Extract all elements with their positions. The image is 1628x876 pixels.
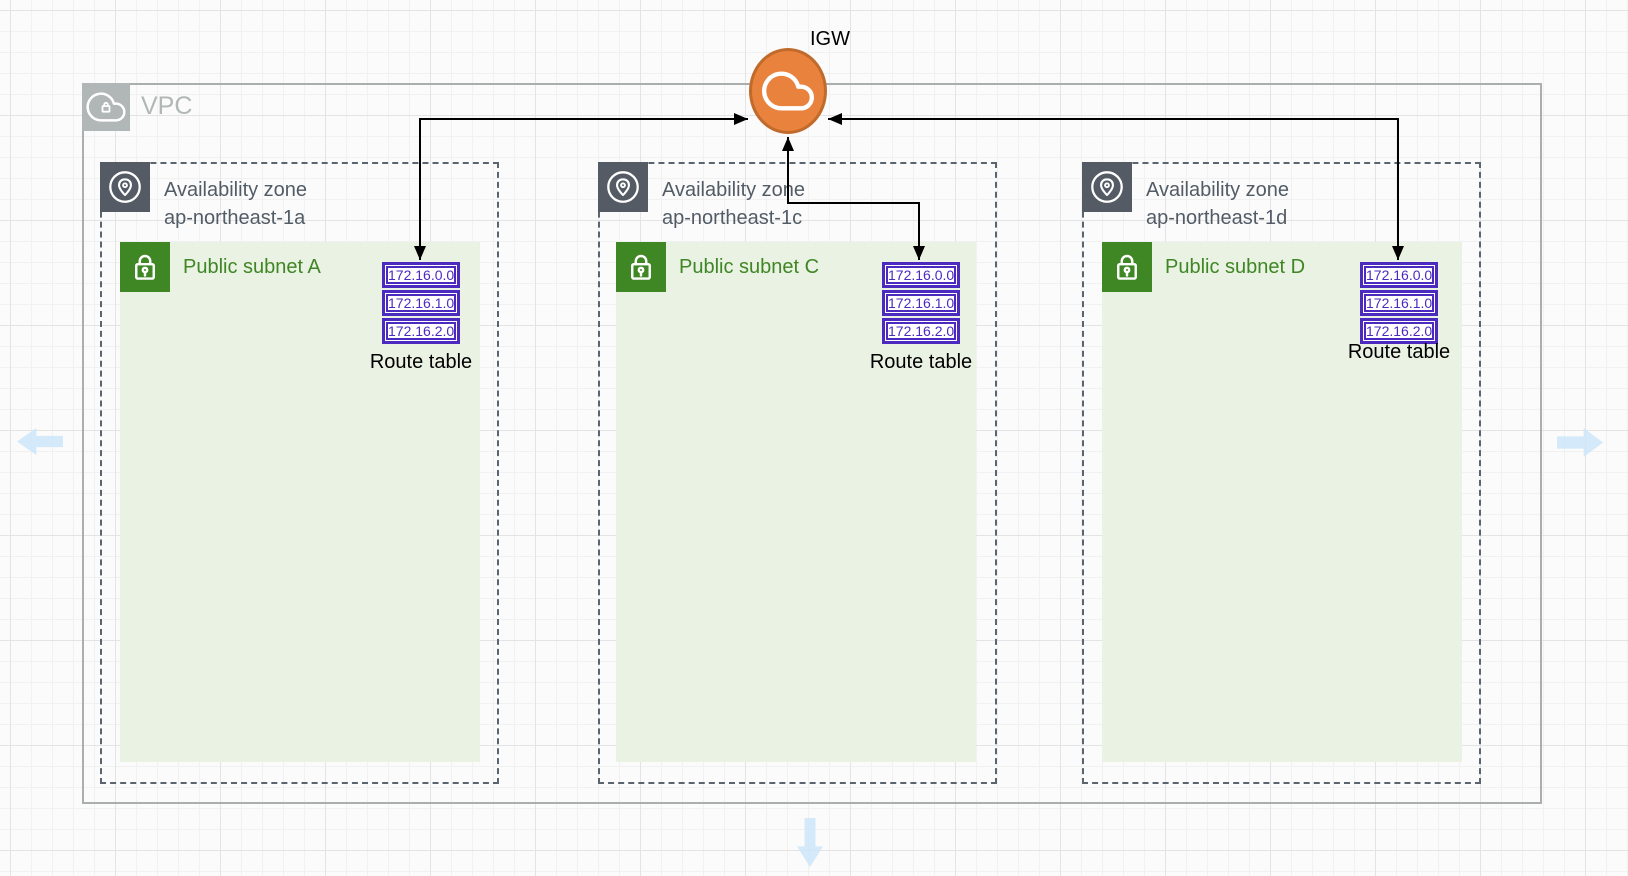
availability-zone-a-box[interactable] [100,162,499,784]
page-nav-right-arrow[interactable] [1557,428,1603,457]
availability-zone-c-label: Availability zone ap-northeast-1c [662,179,806,229]
route-table-c-label: Route table [869,351,973,373]
location-pin-icon [598,162,648,212]
page-nav-down-arrow[interactable] [797,818,823,867]
route-entry[interactable]: 172.16.1.0 [382,290,460,316]
route-entry[interactable]: 172.16.0.0 [882,262,960,288]
vpc-cloud-lock-icon [82,83,130,131]
route-entry[interactable]: 172.16.2.0 [382,318,460,344]
lock-icon [616,242,666,292]
route-table-d-label: Route table [1347,341,1451,363]
location-pin-icon [100,162,150,212]
cloud-icon [762,71,814,111]
route-entry[interactable]: 172.16.0.0 [1360,262,1438,288]
igw-node[interactable] [749,48,827,134]
igw-label: IGW [810,28,850,50]
lock-icon [1102,242,1152,292]
route-table-d[interactable]: 172.16.0.0 172.16.1.0 172.16.2.0 [1360,262,1438,344]
availability-zone-d-label: Availability zone ap-northeast-1d [1146,179,1290,229]
route-table-a[interactable]: 172.16.0.0 172.16.1.0 172.16.2.0 [382,262,460,344]
route-entry[interactable]: 172.16.2.0 [882,318,960,344]
availability-zone-a-label: Availability zone ap-northeast-1a [164,179,308,229]
page-nav-left-arrow[interactable] [17,428,63,455]
route-entry[interactable]: 172.16.1.0 [882,290,960,316]
route-entry[interactable]: 172.16.1.0 [1360,290,1438,316]
route-entry[interactable]: 172.16.0.0 [382,262,460,288]
public-subnet-c-label: Public subnet C [679,256,820,278]
location-pin-icon [1082,162,1132,212]
public-subnet-a-label: Public subnet A [183,256,321,278]
route-table-a-label: Route table [369,351,473,373]
route-table-c[interactable]: 172.16.0.0 172.16.1.0 172.16.2.0 [882,262,960,344]
lock-icon [120,242,170,292]
route-entry[interactable]: 172.16.2.0 [1360,318,1438,344]
public-subnet-d-label: Public subnet D [1165,256,1306,278]
vpc-label: VPC [141,92,193,120]
